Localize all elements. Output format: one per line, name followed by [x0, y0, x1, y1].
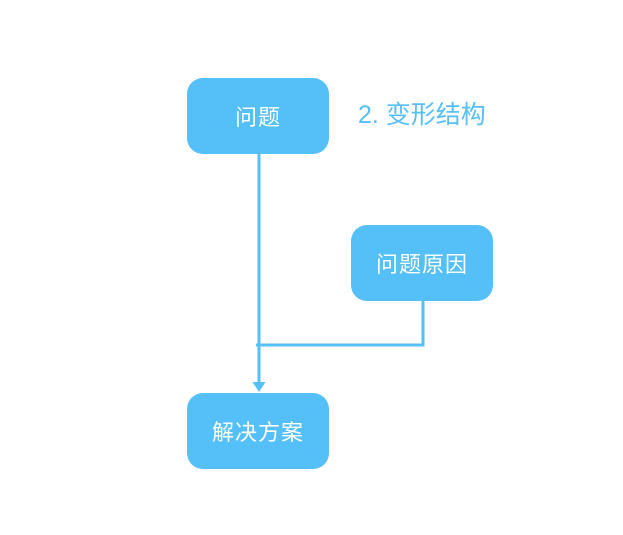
node-solution[interactable]: 解决方案	[187, 393, 329, 469]
node-solution-label: 解决方案	[211, 420, 304, 445]
arrowhead-icon	[252, 382, 266, 392]
node-problem[interactable]: 问题	[187, 78, 329, 154]
node-cause-label: 问题原因	[375, 252, 468, 277]
diagram-annotation: 2. 变形结构	[358, 101, 486, 129]
node-cause[interactable]: 问题原因	[351, 225, 493, 301]
node-problem-label: 问题	[234, 105, 281, 130]
connector-cause-to-junction	[256, 301, 425, 347]
